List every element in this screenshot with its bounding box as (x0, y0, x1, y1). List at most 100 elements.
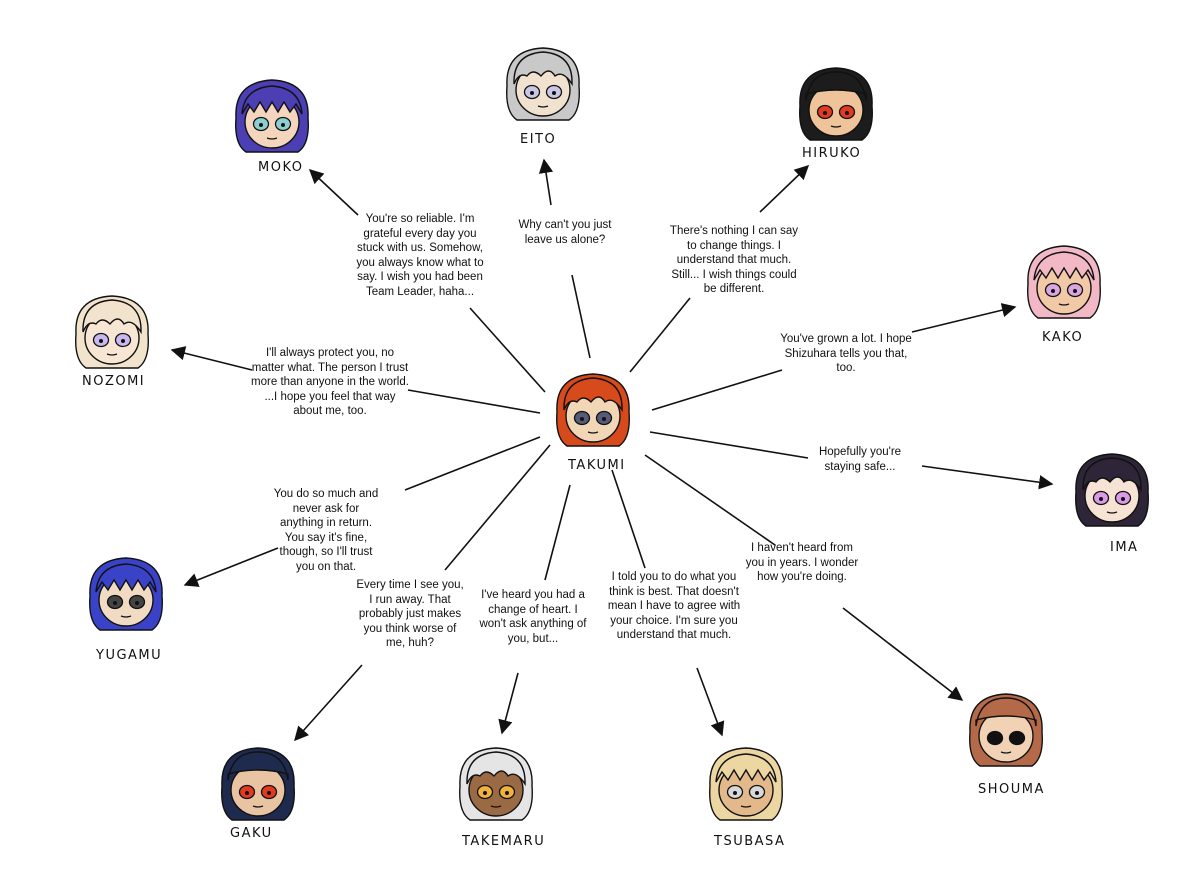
hair-fringe-shape (563, 377, 623, 413)
right-pupil-shape (1121, 497, 1125, 501)
ima-portrait (1066, 448, 1158, 534)
mouth-shape (587, 431, 599, 434)
right-pupil-shape (552, 91, 556, 95)
left-pupil-shape (733, 791, 737, 795)
nozomi-quote: I'll always protect you, no matter what.… (251, 347, 409, 417)
eito-name-label: EITO (520, 132, 557, 147)
left-pupil-shape (580, 417, 584, 421)
left-pupil-shape (483, 791, 487, 795)
tsubasa-quote: I told you to do what you think is best.… (607, 571, 741, 641)
connector-takemaru-near (544, 484, 571, 581)
right-pupil-shape (755, 791, 759, 795)
arrow-shouma (842, 607, 964, 701)
mouth-shape (740, 805, 752, 808)
arrow-takemaru (498, 672, 519, 735)
hair-fringe-shape (715, 753, 777, 783)
connector-tsubasa-near (611, 469, 646, 569)
hair-fringe-shape (513, 51, 573, 87)
right-pupil-shape (121, 339, 125, 343)
hiruko-quote: There's nothing I can say to change thin… (669, 225, 799, 295)
connector-ima-near (649, 431, 809, 459)
ima-name-label: IMA (1110, 540, 1139, 555)
hair-fringe-shape (466, 751, 526, 787)
left-pupil-shape (99, 339, 103, 343)
shouma-portrait (960, 688, 1052, 774)
connector-kako-near (651, 369, 783, 411)
right-pupil-shape (267, 791, 271, 795)
shouma-quote: I haven't heard from you in years. I won… (745, 542, 859, 583)
right-pupil-shape (1015, 737, 1019, 741)
eito-portrait (497, 42, 589, 128)
hair-fringe-shape (241, 85, 303, 115)
mouth-shape (252, 805, 264, 808)
right-pupil-shape (135, 601, 139, 605)
kako-quote: You've grown a lot. I hope Shizuhara tel… (780, 333, 912, 374)
hair-fringe-shape (1033, 251, 1095, 281)
mouth-shape (120, 615, 132, 618)
left-pupil-shape (113, 601, 117, 605)
nozomi-name-label: NOZOMI (82, 374, 146, 389)
takemaru-name-label: TAKEMARU (462, 834, 546, 849)
takumi-portrait (547, 368, 639, 454)
left-pupil-shape (993, 737, 997, 741)
tsubasa-portrait (700, 742, 792, 828)
right-pupil-shape (505, 791, 509, 795)
arrow-ima (921, 465, 1054, 490)
mouth-shape (1058, 303, 1070, 306)
hair-fringe-shape (95, 563, 157, 593)
arrow-gaku (294, 664, 363, 742)
connector-eito-near (571, 274, 591, 359)
hair-fringe-shape (82, 299, 142, 335)
center-name-label: TAKUMI (568, 458, 626, 473)
nozomi-portrait (66, 290, 158, 376)
kako-portrait (1018, 240, 1110, 326)
right-pupil-shape (1073, 289, 1077, 293)
connector-moko-near (469, 307, 546, 393)
moko-name-label: MOKO (258, 160, 304, 175)
connector-nozomi-near (407, 389, 541, 414)
connector-hiruko-near (629, 297, 691, 373)
connector-yugamu-near (404, 436, 541, 491)
gaku-quote: Every time I see you, I run away. That p… (356, 579, 464, 649)
mouth-shape (537, 105, 549, 108)
hair-fringe-shape (1082, 457, 1142, 493)
mouth-shape (106, 353, 118, 356)
yugamu-portrait (80, 552, 172, 638)
connector-gaku-near (444, 444, 551, 571)
arrow-nozomi (170, 346, 253, 371)
arrow-yugamu (183, 547, 279, 587)
moko-quote: You're so reliable. I'm grateful every d… (356, 213, 484, 298)
kako-name-label: KAKO (1042, 330, 1084, 345)
arrow-kako (911, 303, 1017, 333)
arrow-hiruko (759, 165, 810, 213)
mouth-shape (490, 805, 502, 808)
yugamu-name-label: YUGAMU (96, 648, 163, 663)
yugamu-quote: You do so much and never ask for anythin… (273, 488, 379, 573)
connector-shouma-near (644, 454, 776, 546)
right-pupil-shape (281, 123, 285, 127)
arrow-moko (308, 169, 359, 216)
left-pupil-shape (1099, 497, 1103, 501)
mouth-shape (830, 125, 842, 128)
mouth-shape (1000, 751, 1012, 754)
ima-quote: Hopefully you're staying safe... (818, 446, 902, 473)
left-pupil-shape (530, 91, 534, 95)
mouth-shape (1106, 511, 1118, 514)
left-pupil-shape (823, 111, 827, 115)
tsubasa-name-label: TSUBASA (714, 834, 786, 849)
left-pupil-shape (245, 791, 249, 795)
hair-fringe-shape (227, 751, 289, 781)
mouth-shape (266, 137, 278, 140)
left-pupil-shape (1051, 289, 1055, 293)
right-pupil-shape (845, 111, 849, 115)
hair-fringe-shape (975, 697, 1037, 727)
takemaru-quote: I've heard you had a change of heart. I … (479, 589, 587, 645)
eito-quote: Why can't you just leave us alone? (518, 219, 612, 246)
takemaru-portrait (450, 742, 542, 828)
hiruko-name-label: HIRUKO (802, 146, 862, 161)
arrow-tsubasa (696, 667, 725, 737)
right-pupil-shape (602, 417, 606, 421)
gaku-portrait (212, 742, 304, 828)
